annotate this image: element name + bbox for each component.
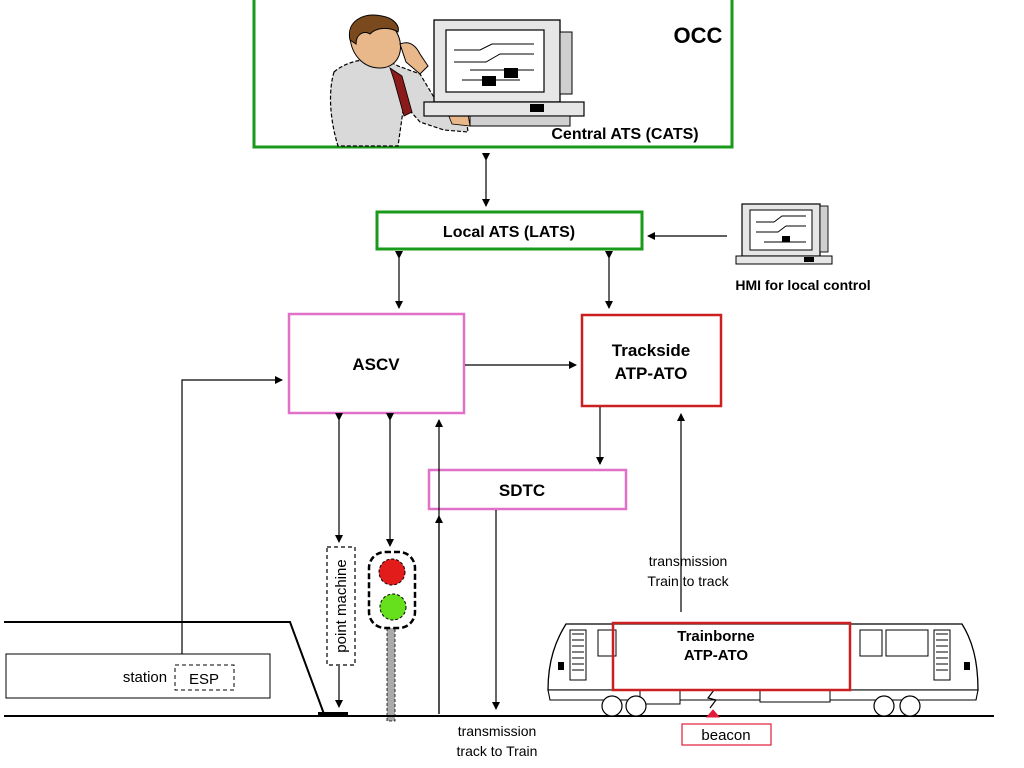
esp-box xyxy=(174,664,235,691)
esp-ascv-link xyxy=(181,376,283,665)
beacon-label: beacon xyxy=(701,727,750,744)
track-to-train-label-2: track to Train xyxy=(457,743,538,759)
hmi-computer-icon xyxy=(735,203,833,265)
trainborne-box: Trainborne ATP-ATO xyxy=(611,621,852,692)
train-to-track-label-1: transmission xyxy=(649,553,728,569)
beacon-box: beacon xyxy=(681,709,772,746)
trackside-label-1: Trackside xyxy=(612,341,690,360)
computer-icon xyxy=(423,19,585,127)
trackside-box: Trackside ATP-ATO xyxy=(580,313,723,408)
cats-label: Central ATS (CATS) xyxy=(551,126,698,143)
occ-box: OCC Central ATS (CATS) xyxy=(252,0,734,149)
signal-icon xyxy=(367,550,417,722)
point-machine-box: point machine xyxy=(326,546,356,666)
occ-label: OCC xyxy=(674,23,723,48)
point-machine-label: point machine xyxy=(333,559,350,652)
signal-red-lamp xyxy=(378,558,406,586)
trackside-label-2: ATP-ATO xyxy=(615,364,688,383)
signal-green-lamp xyxy=(379,593,407,621)
switch-point xyxy=(318,712,348,717)
operator-figure xyxy=(329,14,471,147)
esp-label: ESP xyxy=(189,671,219,688)
trainborne-label-2: ATP-ATO xyxy=(684,647,748,664)
station-label: station xyxy=(123,669,167,686)
train-to-track-label-2: Train to track xyxy=(647,573,729,589)
sdtc-label: SDTC xyxy=(499,481,545,500)
sdtc-box: SDTC xyxy=(427,468,628,511)
hmi-label: HMI for local control xyxy=(735,277,870,293)
train-icon xyxy=(547,623,979,717)
ascv-label: ASCV xyxy=(352,355,400,374)
trainborne-label-1: Trainborne xyxy=(677,628,755,645)
lats-label: Local ATS (LATS) xyxy=(443,224,575,241)
lats-box: Local ATS (LATS) xyxy=(375,210,644,251)
station-platform: station ESP xyxy=(4,621,325,715)
ascv-box: ASCV xyxy=(287,312,466,415)
track-to-train-label-1: transmission xyxy=(458,723,537,739)
